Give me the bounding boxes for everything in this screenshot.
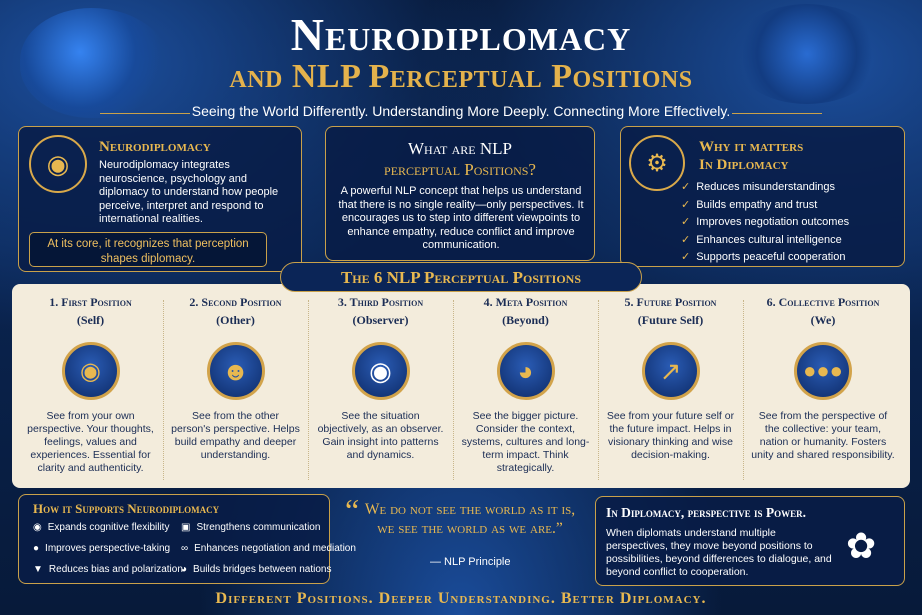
- check-icon: ✓: [681, 198, 691, 211]
- position-desc: See from the other person's perspective.…: [171, 410, 300, 461]
- quote-text: We do not see the world as it is, we see…: [364, 501, 576, 537]
- how-item: ●Improves perspective-taking: [33, 543, 171, 554]
- why-item: ✓Improves negotiation outcomes: [681, 216, 850, 228]
- person-profile-icon: ☻: [206, 342, 265, 400]
- position-desc: See the bigger picture. Consider the con…: [461, 410, 590, 474]
- brain-illustration: [20, 8, 170, 118]
- handshake-icon: ∞: [181, 543, 189, 554]
- position-card-5: 5. Future Position (Future Self) ↗ See f…: [598, 295, 743, 462]
- position-card-3: 3. Third Position (Observer) ◉ See the s…: [308, 295, 453, 462]
- how-item: ◉Expands cognitive flexibility: [33, 522, 170, 533]
- why-title-line1: Why it matters: [699, 139, 804, 155]
- chat-icon: ▣: [181, 522, 191, 533]
- subtitle: Seeing the World Differently. Understand…: [191, 103, 731, 119]
- neurodiplomacy-panel: ◉ Neurodiplomacy Neurodiplomacy integrat…: [18, 126, 302, 272]
- title-line1: Neurodiplomacy: [290, 9, 632, 60]
- position-divider: [308, 300, 309, 480]
- position-card-6: 6. Collective Position (We) ●●● See from…: [743, 295, 903, 462]
- growth-arrow-icon: ↗: [641, 342, 700, 400]
- what-panel: What are NLP perceptual Positions? A pow…: [325, 126, 595, 261]
- position-title: 1. First Position: [49, 295, 132, 309]
- neuro-body: Neurodiplomacy integrates neuroscience, …: [99, 159, 279, 225]
- head-brain-icon: ◉: [61, 342, 120, 400]
- divider-left: [100, 113, 190, 114]
- check-icon: ✓: [681, 216, 691, 228]
- why-item: ✓Builds empathy and trust: [681, 198, 818, 211]
- position-sub: (Observer): [352, 313, 409, 327]
- position-sub: (Self): [76, 313, 105, 327]
- positions-title: The 6 NLP Perceptual Positions: [280, 262, 642, 292]
- globe-illustration: [732, 4, 882, 104]
- why-item: ✓Reduces misunderstandings: [681, 181, 836, 193]
- what-title-line2: perceptual Positions?: [384, 160, 536, 179]
- group-icon: ●●●: [794, 342, 852, 400]
- position-divider: [598, 300, 599, 480]
- why-item: ✓Enhances cultural intelligence: [681, 233, 842, 246]
- brain-icon: ◉: [33, 522, 42, 533]
- position-title: 4. Meta Position: [483, 295, 568, 309]
- position-desc: See from the perspective of the collecti…: [751, 410, 895, 461]
- position-divider: [743, 300, 744, 480]
- neuro-highlight: At its core, it recognizes that percepti…: [29, 232, 267, 267]
- brain-icon: ◉: [29, 135, 87, 193]
- position-divider: [453, 300, 454, 480]
- divider-right: [732, 113, 822, 114]
- position-sub: (Future Self): [637, 313, 704, 327]
- how-item: ◕Builds bridges between nations: [181, 564, 332, 575]
- how-panel: How it Supports Neurodiplomacy ◉Expands …: [18, 494, 356, 584]
- position-title: 2. Second Position: [189, 295, 282, 309]
- position-desc: See from your future self or the future …: [606, 410, 735, 461]
- position-sub: (We): [810, 313, 836, 327]
- check-icon: ✓: [681, 251, 691, 263]
- what-body: A powerful NLP concept that helps us und…: [338, 185, 584, 251]
- check-icon: ✓: [681, 181, 691, 193]
- positions-area: [12, 284, 910, 488]
- neuro-title: Neurodiplomacy: [99, 139, 211, 155]
- power-body: When diplomats understand multiple persp…: [606, 527, 832, 578]
- title-line2: and NLP Perceptual Positions: [229, 58, 693, 95]
- what-title-line1: What are NLP: [408, 139, 512, 158]
- globe-icon: ◕: [181, 564, 188, 575]
- power-title: In Diplomacy, perspective is Power.: [606, 505, 807, 520]
- position-divider: [163, 300, 164, 480]
- how-item: ∞Enhances negotiation and mediation: [181, 543, 356, 554]
- position-card-1: 1. First Position (Self) ◉ See from your…: [18, 295, 163, 475]
- eye-icon: ◉: [351, 342, 410, 400]
- why-title-line2: In Diplomacy: [699, 157, 789, 173]
- group-icon: ⚙: [629, 135, 685, 191]
- position-desc: See from your own perspective. Your thou…: [27, 410, 154, 474]
- position-sub: (Beyond): [502, 313, 549, 327]
- why-item: ✓Supports peaceful cooperation: [681, 251, 846, 263]
- how-item: ▼Reduces bias and polarization: [33, 564, 183, 575]
- power-panel: In Diplomacy, perspective is Power. When…: [595, 496, 905, 586]
- person-icon: ●: [33, 543, 40, 554]
- check-icon: ✓: [681, 233, 691, 246]
- position-sub: (Other): [216, 313, 255, 327]
- globe-icon: ◕: [496, 342, 555, 400]
- how-title: How it Supports Neurodiplomacy: [33, 501, 220, 516]
- position-title: 3. Third Position: [337, 295, 424, 309]
- quote-mark-icon: “: [345, 492, 360, 528]
- quote-source: — NLP Principle: [430, 556, 511, 568]
- footer-slogan: Different Positions. Deeper Understandin…: [215, 590, 707, 607]
- position-desc: See the situation objectively, as an obs…: [317, 410, 444, 461]
- position-title: 5. Future Position: [624, 295, 717, 309]
- position-card-2: 2. Second Position (Other) ☻ See from th…: [163, 295, 308, 462]
- position-card-4: 4. Meta Position (Beyond) ◕ See the bigg…: [453, 295, 598, 475]
- how-item: ▣Strengthens communication: [181, 522, 321, 533]
- why-panel: ⚙ Why it matters In Diplomacy ✓Reduces m…: [620, 126, 905, 267]
- dove-icon: ✿: [846, 525, 877, 566]
- position-title: 6. Collective Position: [766, 295, 880, 309]
- shield-icon: ▼: [33, 564, 43, 575]
- why-list: ✓Reduces misunderstandings ✓Builds empat…: [681, 179, 849, 267]
